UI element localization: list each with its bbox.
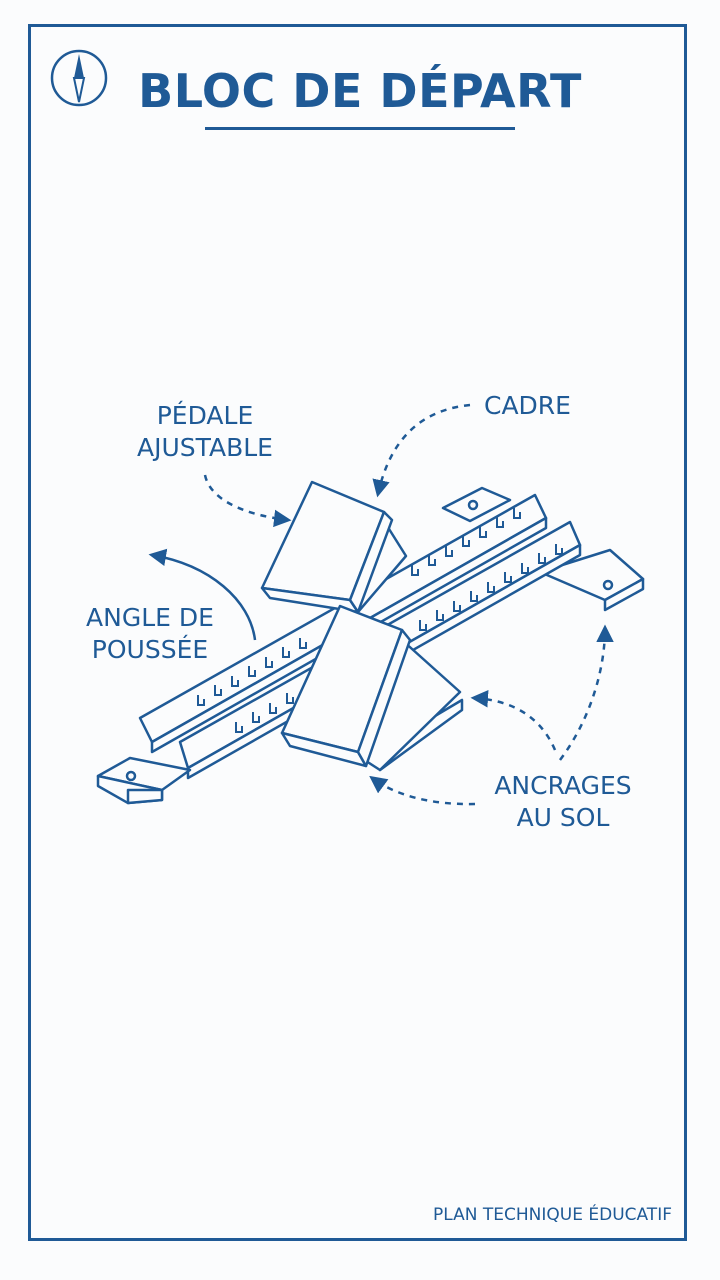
footer-caption: PLAN TECHNIQUE ÉDUCATIF [433, 1205, 672, 1225]
anchor-pointer-arrow-rear [558, 624, 614, 761]
page-title: BLOC DE DÉPART [138, 64, 582, 118]
compass-icon [50, 49, 108, 107]
frame-pointer-arrow [372, 403, 471, 498]
front-pedal [280, 604, 462, 772]
anchor-pointer-arrow-mid [470, 690, 557, 751]
title-underline [205, 127, 515, 130]
front-ground-plate [96, 698, 464, 805]
label-frame: CADRE [484, 391, 571, 420]
rail-notches [197, 508, 563, 733]
push-angle-arrow [148, 548, 257, 641]
anchor-pointer-arrow-front [369, 775, 476, 806]
pedal-pointer-arrow [203, 474, 292, 528]
rear-pedal [260, 480, 408, 614]
rear-ground-plate [441, 486, 645, 612]
blueprint-frame [28, 24, 687, 1241]
